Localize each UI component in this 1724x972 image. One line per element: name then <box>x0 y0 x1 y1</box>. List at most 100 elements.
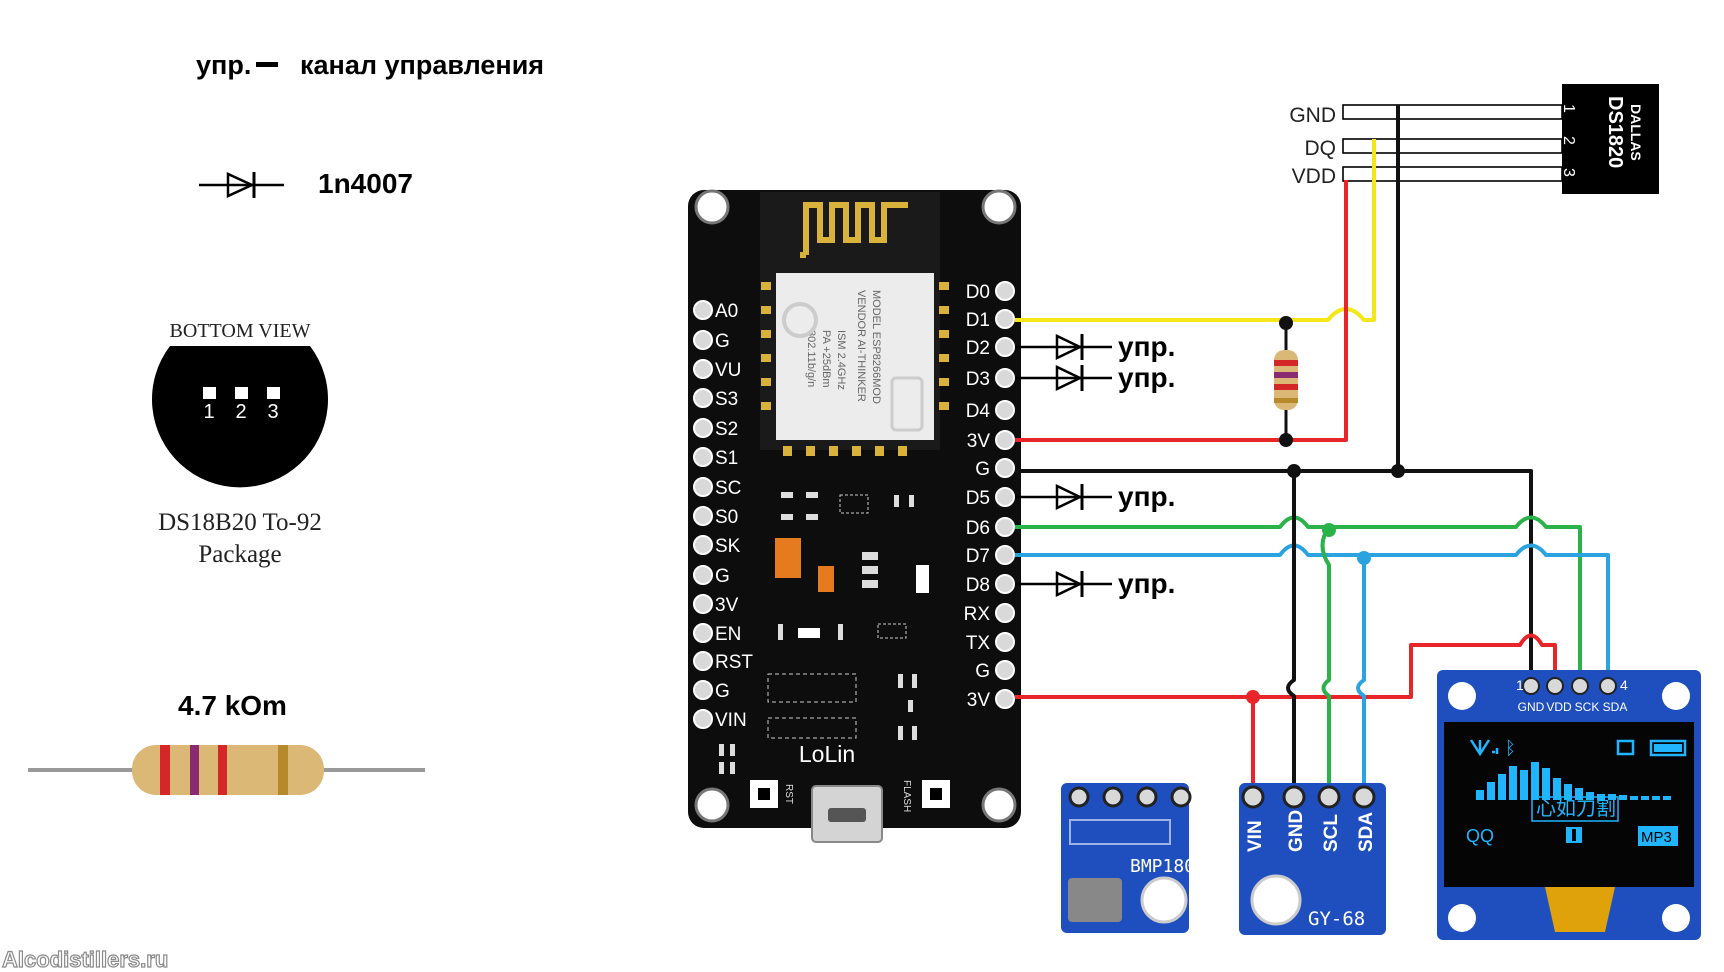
junction-gnd-bmp <box>1287 464 1301 478</box>
junction-scl <box>1322 523 1336 537</box>
wire-bmp-scl-green <box>1320 525 1331 795</box>
equalizer-bar <box>1531 762 1539 800</box>
mount-hole-bl <box>694 787 730 823</box>
right-pin-label: 3V <box>967 431 991 452</box>
mount-hole-tl <box>694 189 730 225</box>
bmp180-board: BMP180 <box>1061 783 1195 933</box>
gy68-pad-sda <box>1352 785 1376 809</box>
oled-display: 1 4 GND VDD SCK SDA ᛒ 心如刀割 QQ MP3 <box>1437 670 1701 940</box>
oled-mp3-badge <box>1638 826 1678 846</box>
right-pin-pad <box>995 400 1015 420</box>
gy68-pad-scl <box>1317 785 1341 809</box>
reset-button-label: RST <box>783 784 794 804</box>
pullup-resistor <box>1274 323 1298 440</box>
ds1820-model: DS1820 <box>1604 96 1626 168</box>
oled-mount-tr <box>1662 682 1690 710</box>
right-pin-label: D8 <box>966 575 990 596</box>
oled-flex-ribbon <box>1545 887 1615 932</box>
control-diode-icon <box>1015 571 1112 597</box>
to92-body <box>152 346 329 488</box>
wire-3v-bottom-red <box>1015 633 1557 699</box>
package-caption-line1: DS18B20 To-92 <box>158 509 322 536</box>
junction-vin <box>1246 690 1260 704</box>
gy68-pin-gnd: GND <box>1286 810 1307 852</box>
watermark: Alcodistillers.ru <box>2 947 168 972</box>
gy68-label: GY-68 <box>1308 908 1365 930</box>
right-pin-pad <box>995 430 1015 450</box>
equalizer-bar <box>1487 782 1495 800</box>
left-pin-pad <box>693 477 713 497</box>
battery-fill-icon <box>1654 744 1682 752</box>
bmp180-pad-1 <box>1068 786 1090 808</box>
oled-pin-gnd: GND <box>1518 700 1545 714</box>
left-pin-pad <box>693 330 713 350</box>
esp-castellations <box>761 282 949 456</box>
oled-screen <box>1444 722 1694 887</box>
ds1820-pin-dq-label: DQ <box>1305 137 1337 160</box>
left-pin-label: A0 <box>715 301 738 322</box>
left-pin-pad <box>693 359 713 379</box>
junction-sda <box>1357 551 1371 565</box>
oled-mp3-label: MP3 <box>1641 829 1672 846</box>
right-pin-label: RX <box>964 604 991 625</box>
package-pin-1: 1 <box>203 401 214 423</box>
left-pin-pad <box>693 651 713 671</box>
wire-bmp-sda-blue <box>1356 555 1366 795</box>
esp-shield <box>776 273 934 440</box>
ds1820-pin-gnd-label: GND <box>1289 104 1336 127</box>
gy68-pin-scl: SCL <box>1321 814 1342 852</box>
oled-pin-1-num: 1 <box>1516 677 1524 693</box>
equalizer-bar <box>1619 795 1627 800</box>
ds1820-leads <box>1342 104 1563 182</box>
right-pin-label: TX <box>966 633 991 654</box>
right-pin-pad <box>995 337 1015 357</box>
left-pin-label: S2 <box>715 419 738 440</box>
oled-pad-vdd <box>1546 677 1564 695</box>
module-wifi: 802.11b/g/n <box>805 330 817 387</box>
package-pad-3 <box>267 387 280 399</box>
equalizer-bar <box>1542 768 1550 800</box>
left-pin-label: SC <box>715 478 741 499</box>
oled-mount-tl <box>1448 682 1476 710</box>
mount-hole-br <box>981 787 1017 823</box>
legend-diode-part: 1n4007 <box>318 168 413 199</box>
left-pin-pad <box>693 565 713 585</box>
oled-pad-sda <box>1599 677 1617 695</box>
package-pin-2: 2 <box>235 401 246 423</box>
ds1820-body <box>1562 84 1659 194</box>
right-pin-pad <box>995 603 1015 623</box>
gy68-pin-sda: SDA <box>1356 812 1377 852</box>
wire-bmp-gnd-black <box>1286 471 1296 795</box>
right-pin-label: D0 <box>966 282 990 303</box>
bmp180-label: BMP180 <box>1130 856 1195 877</box>
ds1820-pin-vdd-label: VDD <box>1292 165 1336 188</box>
right-pin-pad <box>995 458 1015 478</box>
left-pin-pad <box>693 680 713 700</box>
fcc-logo-icon <box>782 302 818 338</box>
left-pin-pad <box>693 709 713 729</box>
oled-pin-vdd: VDD <box>1546 700 1572 714</box>
module-model: MODEL ESP8266MOD <box>870 290 882 404</box>
legend-upr-abbrev: упр. <box>196 50 251 80</box>
left-pin-pad <box>693 506 713 526</box>
left-pin-label: S3 <box>715 389 738 410</box>
oled-cn-text: 心如刀割 <box>1536 797 1616 820</box>
right-pin-pad <box>995 517 1015 537</box>
bmp180-pad-4 <box>1170 786 1192 808</box>
bluetooth-icon: ᛒ <box>1505 738 1516 758</box>
wire-3v-red <box>1015 180 1348 442</box>
equalizer-bar <box>1630 796 1638 800</box>
oled-mount-bl <box>1448 904 1476 932</box>
left-pin-pad <box>693 594 713 614</box>
flash-button-cap <box>930 788 942 800</box>
control-label: упр. <box>1118 481 1175 512</box>
resistor-value: 4.7 kOm <box>178 690 287 721</box>
equalizer-bar <box>1641 796 1649 800</box>
ds1820-pin-1-num: 1 <box>1560 104 1577 113</box>
right-pin-pad <box>995 660 1015 680</box>
left-pin-pad <box>693 388 713 408</box>
control-label: упр. <box>1118 568 1175 599</box>
